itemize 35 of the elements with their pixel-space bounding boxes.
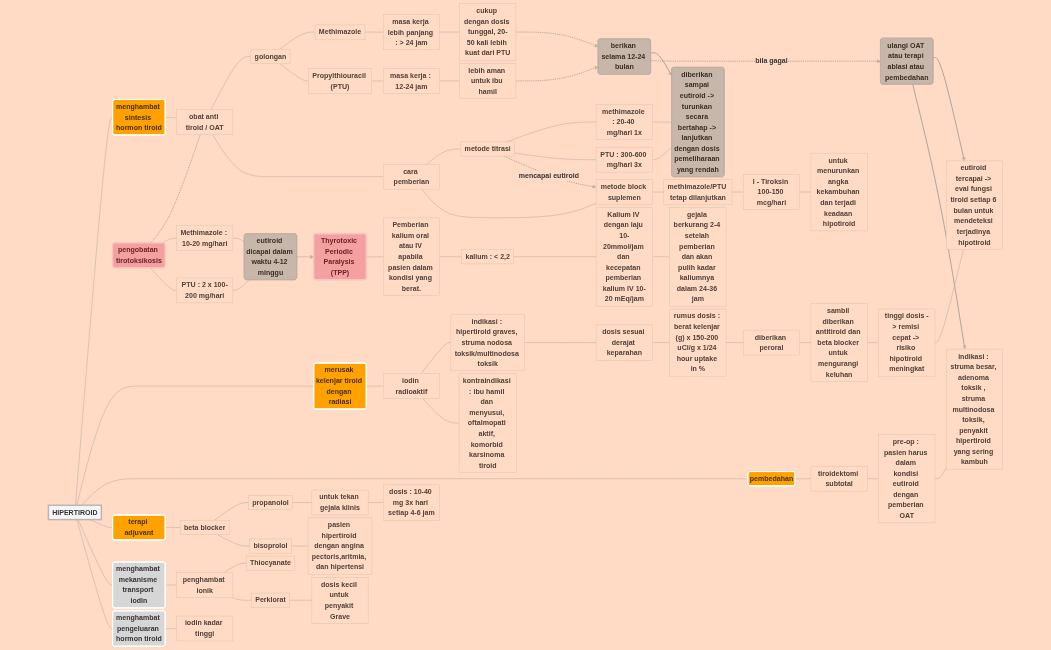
connector [76, 385, 315, 506]
connector [210, 56, 252, 110]
connector [514, 152, 597, 160]
connector [426, 148, 462, 165]
connector [422, 398, 460, 424]
connector [162, 237, 177, 244]
connector [421, 188, 597, 219]
connector [934, 248, 964, 343]
connector [223, 562, 247, 573]
connector [217, 534, 250, 547]
connector [652, 146, 673, 160]
connector [81, 478, 749, 506]
connector [652, 342, 670, 343]
connector [506, 121, 597, 143]
connector [279, 63, 309, 82]
connector [524, 342, 597, 343]
connector [232, 279, 250, 291]
connector [279, 31, 316, 50]
connector [75, 117, 114, 506]
connector [214, 502, 249, 521]
connector [150, 134, 201, 244]
connector [89, 519, 114, 529]
connector [76, 519, 114, 630]
connector [934, 466, 947, 479]
connector [165, 628, 177, 630]
connector [165, 527, 181, 529]
connector [292, 502, 313, 503]
connector [77, 519, 114, 586]
connector [232, 237, 245, 243]
connector [150, 267, 177, 291]
connector [420, 342, 452, 374]
connector [212, 134, 384, 177]
connector [725, 342, 744, 343]
connector [799, 342, 812, 343]
connector [367, 502, 384, 503]
